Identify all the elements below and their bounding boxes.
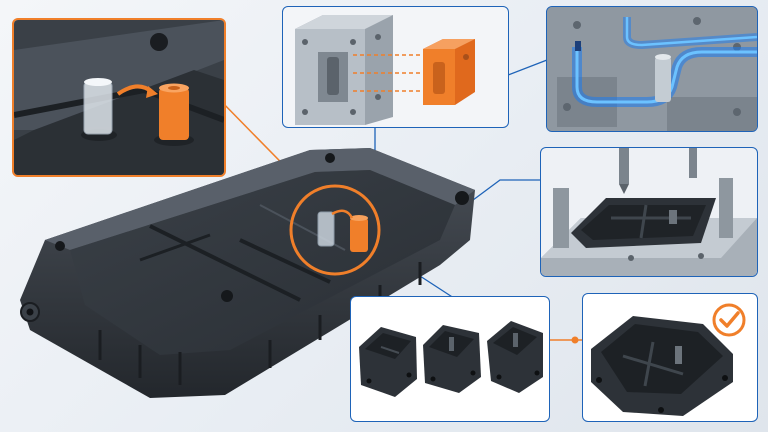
- mold-press-with-part-icon: [541, 148, 757, 276]
- highlight-circle: [289, 184, 381, 276]
- three-housing-variants-icon: [359, 321, 543, 397]
- cooling-channel-cutaway-icon: [547, 7, 757, 131]
- clear-pin: [317, 211, 335, 247]
- mold-insert-panel: [282, 6, 509, 128]
- variant-part-1: [359, 327, 417, 397]
- check-circle-icon: [712, 303, 746, 337]
- mold-block-with-insert-icon: [295, 15, 475, 125]
- variant-part-2: [423, 325, 481, 393]
- orange-insert: [350, 218, 368, 252]
- approved-housing-part: [591, 316, 733, 416]
- part-variants-panel: [350, 296, 550, 422]
- variant-part-3: [487, 321, 543, 393]
- cooling-channels-panel: [546, 6, 758, 132]
- insert-pin-detail-icon: [14, 20, 224, 175]
- ejection-station-panel: [540, 147, 758, 277]
- zoom-insert-detail-panel: [12, 18, 226, 177]
- approved-part-panel: [582, 293, 758, 422]
